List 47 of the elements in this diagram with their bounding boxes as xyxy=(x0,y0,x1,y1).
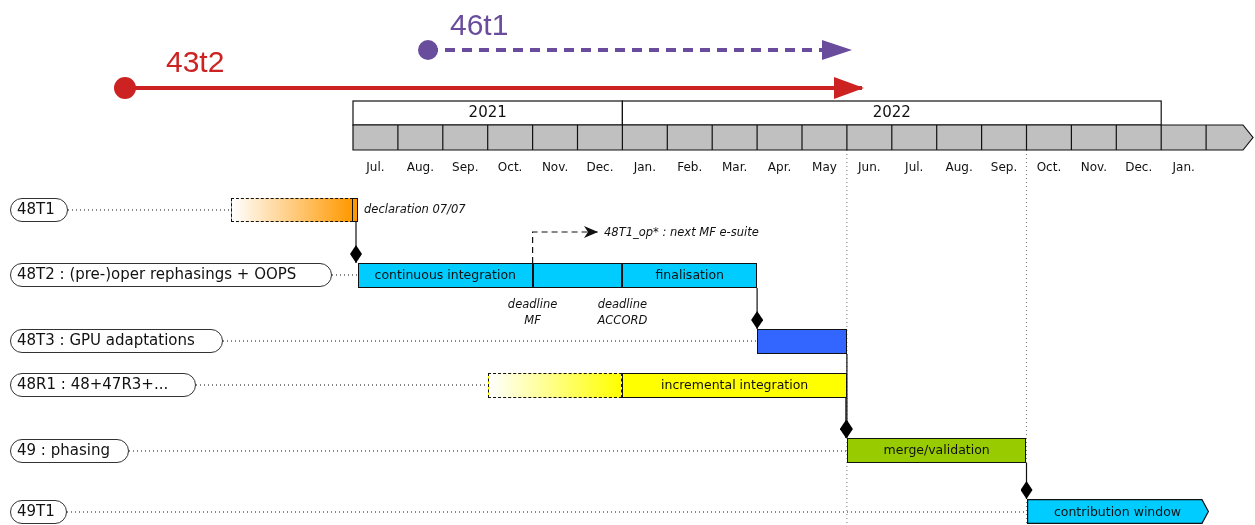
task-bar xyxy=(487,373,623,398)
month-label: Sep. xyxy=(990,160,1018,174)
month-label: Jan. xyxy=(1172,160,1195,174)
deadline-note: deadline ACCORD xyxy=(596,296,649,328)
dependency-connector xyxy=(1020,462,1033,500)
month-label: May xyxy=(812,160,837,174)
task-label: 49 : phasing xyxy=(10,439,129,463)
task-bar: continuous integration xyxy=(358,263,533,288)
version-label: 43t2 xyxy=(166,45,225,79)
month-label: Nov. xyxy=(541,160,569,174)
version-label: 46t1 xyxy=(450,8,509,42)
month-label: Dec. xyxy=(1125,160,1153,174)
task-label: 48T1 xyxy=(10,198,68,222)
month-label: Apr. xyxy=(767,160,792,174)
month-label: Aug. xyxy=(945,160,973,174)
month-label: Mar. xyxy=(721,160,748,174)
task-bar xyxy=(231,198,353,222)
task-label: 48R1 : 48+47R3+... xyxy=(10,373,196,397)
task-label: 48T2 : (pre-)oper rephasings + OOPS xyxy=(10,263,332,287)
task-bar: incremental integration xyxy=(622,373,847,398)
note-text: 48T1_op* : next MF e-suite xyxy=(604,225,759,239)
month-label: Dec. xyxy=(586,160,614,174)
task-label: 48T3 : GPU adaptations xyxy=(10,329,223,353)
deadline-note: deadline MF xyxy=(506,296,559,328)
month-label: Jul. xyxy=(366,160,385,174)
dependency-connector xyxy=(751,287,764,330)
note-text: declaration 07/07 xyxy=(364,202,466,216)
month-label: Oct. xyxy=(497,160,523,174)
task-bar: contribution window xyxy=(1026,499,1209,524)
month-label: Jan. xyxy=(633,160,656,174)
month-label: Sep. xyxy=(452,160,479,174)
year-label: 2021 xyxy=(468,103,507,121)
task-bar: finalisation xyxy=(622,263,758,288)
task-bar xyxy=(757,329,847,354)
task-bar: merge/validation xyxy=(846,438,1027,463)
month-label: Nov. xyxy=(1080,160,1107,174)
month-label: Jun. xyxy=(858,160,881,174)
task-bar xyxy=(532,263,623,288)
task-label: 49T1 xyxy=(10,500,67,524)
month-label: Feb. xyxy=(677,160,703,174)
year-label: 2022 xyxy=(872,103,911,121)
month-label: Aug. xyxy=(406,160,434,174)
task-bar xyxy=(352,198,358,222)
dependency-connector xyxy=(350,221,362,264)
month-label: Oct. xyxy=(1036,160,1062,174)
arrow xyxy=(532,226,599,264)
month-label: Jul. xyxy=(905,160,924,174)
